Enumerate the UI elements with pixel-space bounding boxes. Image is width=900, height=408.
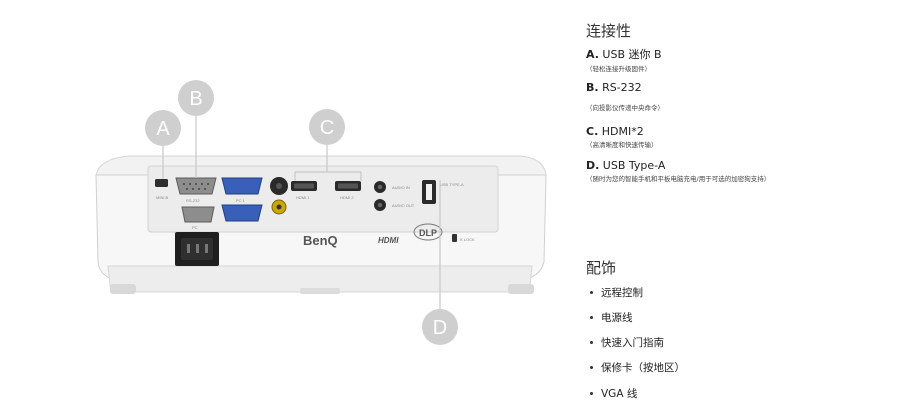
spec-desc: （向投影仪传递中央命令） — [586, 104, 664, 112]
label-pc: PC — [192, 225, 198, 230]
label-mini-b: MINI B — [156, 195, 169, 200]
marker-a: A — [145, 110, 181, 146]
spec-item-c: C. HDMI*2 （高清晰度和快速传输） — [586, 125, 886, 150]
vga-pc-port — [181, 206, 215, 223]
bullet-icon — [590, 340, 593, 344]
spec-item-b: B. RS-232 （向投影仪传递中央命令） — [586, 81, 886, 113]
marker-c: C — [309, 109, 345, 145]
label-audio-out: AUDIO OUT — [392, 203, 415, 208]
label-k-lock: K LOCK — [460, 237, 475, 242]
marker-b: B — [178, 80, 214, 116]
accessories-title: 配饰 — [586, 259, 617, 277]
spec-name: USB Type-A — [599, 159, 666, 172]
spec-desc: （高清晰度和快速传输） — [586, 141, 658, 149]
vga-pc1-port — [221, 177, 263, 195]
label-pc1: PC 1 — [236, 198, 246, 203]
projector-rear-image: MINI B RS-232 PC PC 1 HDMI 1 HDMI 2 AUDI… — [95, 80, 547, 345]
accessory-item: VGA 线 — [590, 386, 637, 401]
right-foot — [508, 284, 534, 294]
label-usb-type-a: USB TYPE-A — [440, 182, 464, 187]
connectivity-title: 连接性 — [586, 22, 632, 40]
accessory-item: 保修卡（按地区） — [590, 360, 685, 375]
benq-logo: BenQ — [303, 233, 338, 248]
spec-letter: A. — [586, 48, 599, 61]
svg-text:D: D — [433, 317, 447, 339]
bullet-icon — [590, 391, 593, 395]
dlp-logo-ring — [413, 223, 443, 241]
spec-item-a: A. USB 迷你 B （轻松连接升级固件） — [586, 46, 886, 74]
spec-name: HDMI*2 — [601, 125, 644, 138]
spec-name: USB 迷你 B — [602, 48, 662, 61]
spec-panel: 连接性 A. USB 迷你 B （轻松连接升级固件） B. RS-232 （向投… — [586, 0, 886, 408]
hdmi-logo: HDMI — [378, 236, 399, 245]
label-hdmi1: HDMI 1 — [296, 195, 310, 200]
spec-desc: （随时为您的智能手机和平板电脑充电/用于可选的加密狗支持） — [586, 175, 771, 183]
svg-text:A: A — [156, 118, 170, 140]
dlp-logo: DLP — [419, 228, 437, 238]
bullet-icon — [590, 290, 593, 294]
accessory-item: 快速入门指南 — [590, 335, 664, 350]
bullet-icon — [590, 315, 593, 319]
label-audio-in: AUDIO IN — [392, 185, 410, 190]
spec-letter: B. — [586, 81, 599, 94]
usb-mini-b-port — [155, 179, 168, 187]
left-foot — [110, 284, 136, 294]
svg-text:B: B — [189, 88, 202, 110]
kensington-lock — [452, 234, 457, 242]
spec-name: RS-232 — [602, 81, 642, 94]
bullet-icon — [590, 365, 593, 369]
spec-desc: （轻松连接升级固件） — [586, 65, 651, 73]
spec-letter: D. — [586, 159, 600, 172]
label-hdmi2: HDMI 2 — [340, 195, 354, 200]
rs232-port — [175, 177, 217, 195]
svg-text:C: C — [320, 117, 334, 139]
spec-item-d: D. USB Type-A （随时为您的智能手机和平板电脑充电/用于可选的加密狗… — [586, 159, 886, 184]
vga-blue-port-2 — [221, 204, 263, 222]
marker-d: D — [422, 309, 458, 345]
accessory-item: 电源线 — [590, 310, 633, 325]
spec-letter: C. — [586, 125, 599, 138]
label-rs232: RS-232 — [186, 198, 200, 203]
accessory-item: 远程控制 — [590, 285, 643, 300]
